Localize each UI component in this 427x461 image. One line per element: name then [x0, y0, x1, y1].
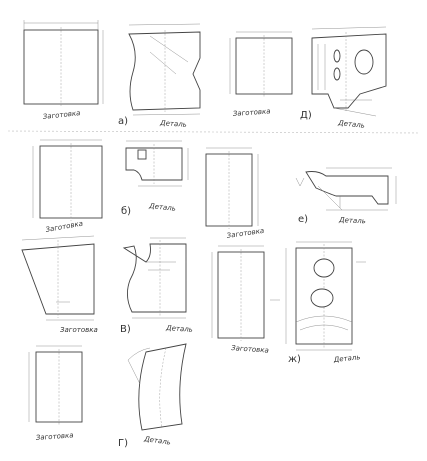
figure-b-blank-label: Заготовка [45, 220, 84, 234]
figure-d-blank: Заготовка [229, 31, 293, 118]
section-separator [7, 130, 421, 134]
figure-e-letter: е) [298, 214, 308, 225]
figure-e-blank-label: Заготовка [226, 227, 264, 240]
figure-e-part: е) Деталь [295, 167, 397, 225]
figure-d-center-hole [354, 49, 374, 75]
figure-v-blank-label: Заготовка [60, 326, 98, 334]
figure-d: Заготовка Д) Деталь [229, 26, 387, 130]
figure-zh-letter: ж) [288, 354, 301, 365]
figure-zh-blank: Заготовка [211, 245, 269, 355]
figure-a-part: а) Деталь [118, 23, 201, 129]
figure-g-part: Г) Деталь [118, 343, 187, 449]
figure-zh-hole-upper [313, 258, 335, 278]
figure-a-letter: а) [118, 116, 128, 127]
figure-d-letter: Д) [300, 110, 312, 121]
figure-v-letter: В) [120, 324, 131, 335]
figure-g: Заготовка Г) Деталь [28, 343, 187, 449]
figure-d-blank-label: Заготовка [233, 107, 271, 118]
figure-v: Заготовка В) Деталь [21, 235, 193, 335]
figure-b: Заготовка б) Деталь [32, 139, 189, 234]
figure-zh-blank-label: Заготовка [231, 344, 269, 355]
figure-a-part-label: Деталь [159, 119, 187, 129]
figure-v-part-label: Деталь [165, 324, 193, 334]
figure-v-part: В) Деталь [120, 237, 193, 335]
figure-zh-part: ж) Деталь [270, 241, 366, 365]
figure-b-letter: б) [121, 206, 131, 217]
figure-d-part-label: Деталь [337, 119, 365, 130]
figure-g-letter: Г) [118, 438, 128, 449]
figure-b-part-label: Деталь [148, 202, 176, 213]
figure-g-blank: Заготовка [28, 345, 83, 442]
figure-zh-hole-lower [310, 288, 334, 308]
figure-e-blank: Заготовка [205, 147, 265, 240]
figure-d-part: Д) Деталь [300, 26, 387, 130]
figure-d-slot-upper [333, 49, 341, 63]
figure-a-blank-label: Заготовка [42, 109, 80, 121]
figure-d-slot-lower [333, 67, 341, 81]
figure-g-part-label: Деталь [143, 435, 172, 447]
figure-a-blank: Заготовка [23, 20, 104, 121]
figure-e: Заготовка е) Деталь [205, 147, 397, 240]
figure-v-blank: Заготовка [21, 235, 98, 334]
figure-zh: Заготовка ж) Деталь [211, 241, 366, 365]
figure-b-blank: Заготовка [32, 139, 103, 234]
figure-g-blank-label: Заготовка [36, 431, 74, 442]
figure-e-part-label: Деталь [338, 216, 366, 225]
figure-zh-part-label: Деталь [332, 353, 360, 364]
figure-a: Заготовка а) Деталь [23, 20, 201, 129]
figure-b-part: б) Деталь [121, 140, 189, 217]
